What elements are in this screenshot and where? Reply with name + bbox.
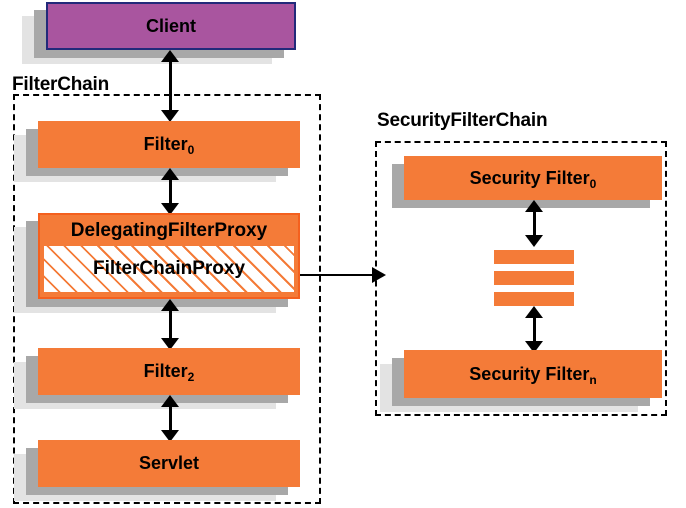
node-filter-2[interactable]: Filter2 bbox=[14, 348, 300, 409]
node-filter-2-face[interactable]: Filter2 bbox=[38, 348, 300, 395]
node-security-filter-n-subscript: n bbox=[589, 372, 597, 387]
connector-ellipsis-to-securityfiltern bbox=[524, 306, 544, 353]
group-label-security-filter-chain: SecurityFilterChain bbox=[377, 110, 548, 131]
connector-stem bbox=[300, 274, 374, 276]
node-servlet-label: Servlet bbox=[138, 453, 200, 474]
node-client[interactable]: Client bbox=[22, 2, 296, 64]
node-filter-0-name: Filter bbox=[143, 134, 188, 155]
node-delegating-filter-proxy-label: DelegatingFilterProxy bbox=[70, 220, 268, 241]
arrowhead-down-icon bbox=[161, 430, 179, 442]
node-security-filter-0-subscript: 0 bbox=[589, 176, 597, 191]
connector-stem bbox=[532, 210, 536, 237]
node-security-filter-0-name: Security Filter bbox=[469, 167, 590, 188]
node-filter-0-subscript: 0 bbox=[187, 143, 195, 158]
node-servlet-face[interactable]: Servlet bbox=[38, 440, 300, 487]
node-security-filter-n-label: Security Filtern bbox=[404, 363, 662, 387]
node-filter-0-label: Filter0 bbox=[38, 134, 300, 158]
ellipsis-bar-3 bbox=[494, 292, 574, 306]
arrowhead-up-icon bbox=[161, 50, 179, 62]
node-security-filter-0[interactable]: Security Filter0 bbox=[392, 156, 662, 208]
arrowhead-up-icon bbox=[161, 168, 179, 180]
connector-stem bbox=[532, 316, 536, 343]
arrowhead-down-icon bbox=[161, 338, 179, 350]
connector-client-to-filter0 bbox=[160, 50, 180, 122]
arrowhead-down-icon bbox=[525, 235, 543, 247]
arrowhead-up-icon bbox=[525, 306, 543, 318]
arrowhead-down-icon bbox=[161, 110, 179, 122]
node-filter-0-face[interactable]: Filter0 bbox=[38, 121, 300, 168]
node-client-label: Client bbox=[145, 15, 196, 36]
group-security-filter-chain bbox=[375, 141, 667, 416]
node-security-filter-n[interactable]: Security Filtern bbox=[380, 350, 662, 412]
node-security-filter-0-label: Security Filter0 bbox=[404, 167, 662, 191]
connector-filter0-to-delegating bbox=[160, 168, 180, 215]
node-client-face[interactable]: Client bbox=[46, 2, 296, 50]
node-filter-2-name: Filter bbox=[143, 361, 188, 382]
arrowhead-down-icon bbox=[161, 203, 179, 215]
ellipsis-bar-1 bbox=[494, 250, 574, 264]
connector-stem bbox=[168, 309, 172, 340]
arrowhead-up-icon bbox=[525, 200, 543, 212]
node-delegating-filter-proxy[interactable]: DelegatingFilterProxy FilterChainProxy bbox=[14, 213, 300, 313]
node-servlet[interactable]: Servlet bbox=[14, 440, 300, 501]
arrowhead-up-icon bbox=[161, 395, 179, 407]
group-label-filter-chain: FilterChain bbox=[12, 74, 110, 95]
connector-stem bbox=[168, 60, 172, 112]
node-filter-0[interactable]: Filter0 bbox=[14, 121, 300, 182]
node-filter-chain-proxy[interactable]: FilterChainProxy bbox=[44, 245, 294, 292]
connector-securityfilter0-to-ellipsis bbox=[524, 200, 544, 247]
security-filter-ellipsis-bars bbox=[494, 250, 574, 306]
node-security-filter-n-name: Security Filter bbox=[469, 363, 590, 384]
connector-stem bbox=[168, 178, 172, 205]
node-security-filter-0-face[interactable]: Security Filter0 bbox=[404, 156, 662, 200]
node-security-filter-n-face[interactable]: Security Filtern bbox=[404, 350, 662, 398]
connector-delegating-to-filter2 bbox=[160, 299, 180, 350]
connector-filter2-to-servlet bbox=[160, 395, 180, 442]
node-delegating-filter-proxy-face[interactable]: DelegatingFilterProxy FilterChainProxy bbox=[38, 213, 300, 299]
node-filter-2-label: Filter2 bbox=[38, 361, 300, 385]
connector-filterchainproxy-to-securityfilterchain bbox=[300, 264, 386, 286]
node-filter-2-subscript: 2 bbox=[187, 370, 195, 385]
arrowhead-up-icon bbox=[161, 299, 179, 311]
ellipsis-bar-2 bbox=[494, 271, 574, 285]
connector-stem bbox=[168, 405, 172, 432]
node-filter-chain-proxy-label: FilterChainProxy bbox=[92, 257, 246, 279]
